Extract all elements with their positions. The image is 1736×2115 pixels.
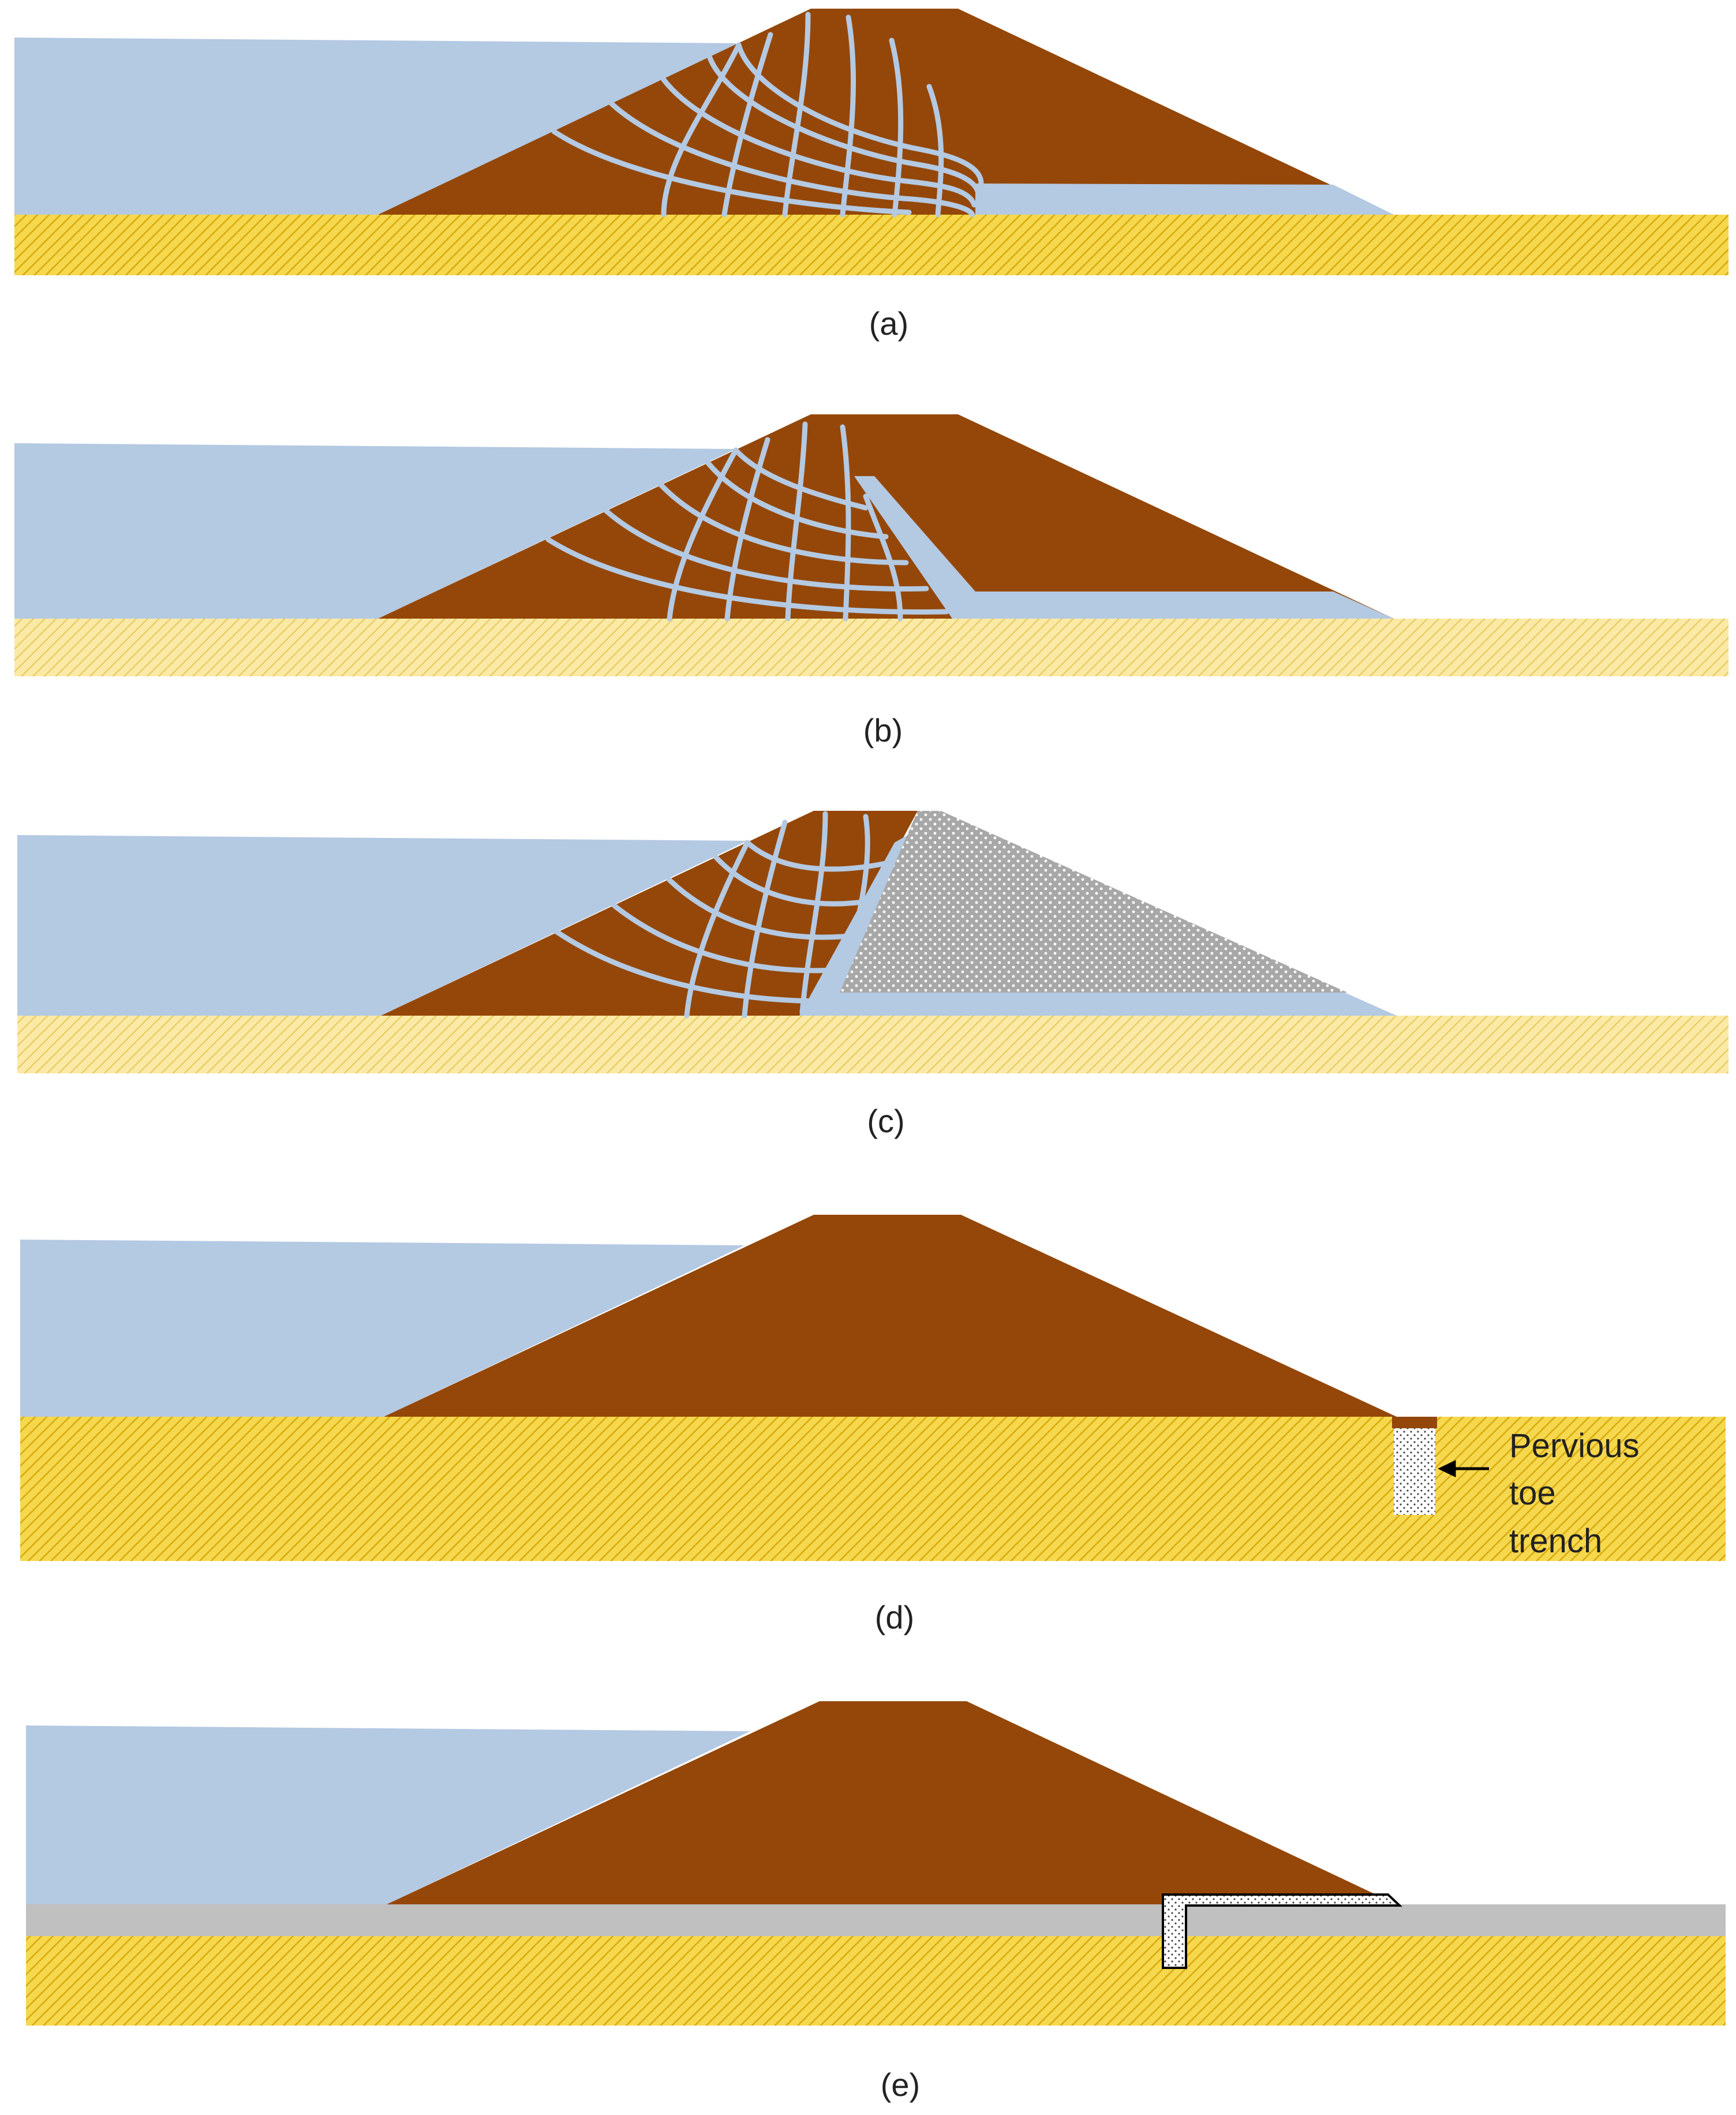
- foundation-layer: [17, 1016, 1728, 1073]
- caption-a: (a): [869, 305, 908, 342]
- foundation-layer: [26, 1936, 1726, 2026]
- toe-trench-label-line1: Pervious: [1509, 1427, 1640, 1465]
- drain-layer: [799, 831, 1397, 1016]
- panel-a: (a): [14, 9, 1728, 342]
- panel-c: (c): [17, 811, 1728, 1139]
- pervious-toe-trench: [1394, 1428, 1435, 1515]
- flow-net: [551, 12, 984, 218]
- caption-b: (b): [863, 712, 903, 748]
- embankment: [384, 1215, 1397, 1417]
- flow-net: [545, 421, 949, 622]
- inclined-drain: [854, 476, 1394, 619]
- caption-c: (c): [867, 1103, 904, 1139]
- foundation-layer: [14, 215, 1728, 275]
- foundation-layer: [14, 619, 1728, 676]
- reservoir-water: [14, 38, 739, 215]
- reservoir-water: [20, 1240, 744, 1417]
- caption-d: (d): [875, 1599, 914, 1635]
- flow-net: [554, 811, 892, 1019]
- caption-e: (e): [881, 2067, 920, 2103]
- toe-trench-arrow: [1438, 1460, 1489, 1477]
- embankment: [378, 9, 1394, 215]
- reservoir-water: [26, 1725, 750, 1904]
- impervious-blanket: [26, 1904, 1726, 1936]
- l-shaped-drain: [1162, 1893, 1403, 1969]
- reservoir-water: [14, 443, 736, 619]
- foundation-layer: [20, 1417, 1726, 1561]
- drain-blanket: [975, 184, 1394, 215]
- panel-b: (b): [14, 414, 1728, 748]
- panel-d: Pervious toe trench (d): [20, 1215, 1726, 1635]
- embankment: [387, 1701, 1397, 1904]
- reservoir-water: [17, 835, 747, 1016]
- toe-trench-label-line2: toe: [1509, 1474, 1556, 1512]
- panel-e: (e): [26, 1701, 1726, 2103]
- toe-trench-label-line3: trench: [1509, 1522, 1602, 1560]
- pervious-downstream-shell: [840, 811, 1348, 993]
- toe-trench-cap: [1392, 1417, 1437, 1428]
